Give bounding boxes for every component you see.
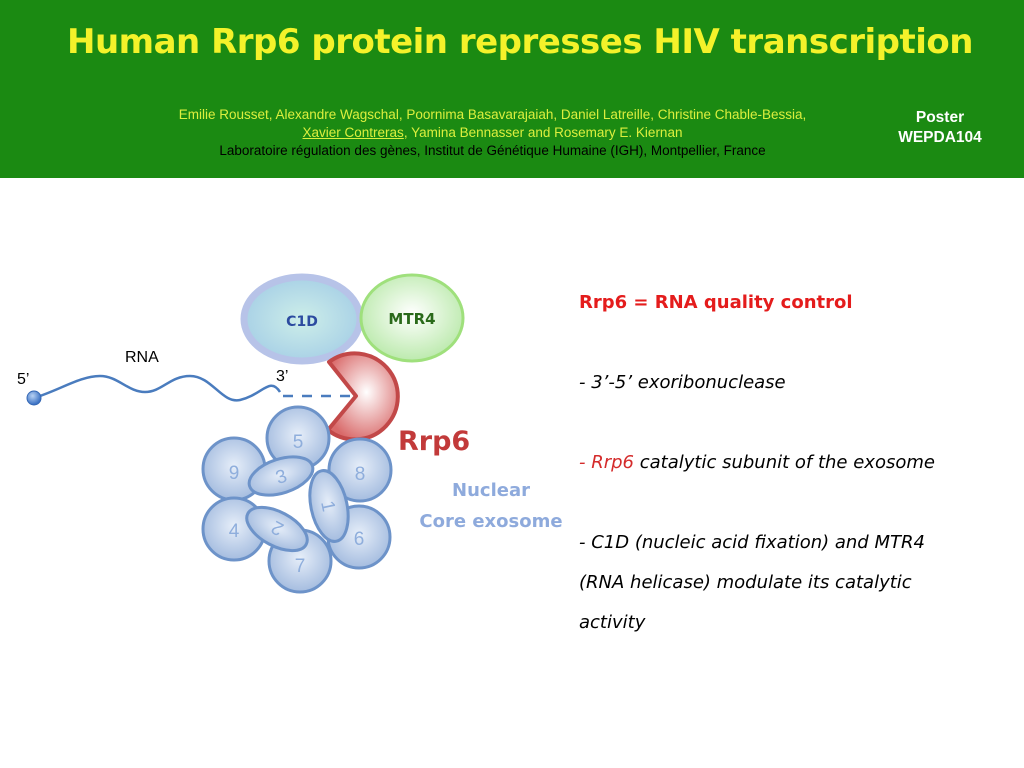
- fact-modulators-line-3: activity: [579, 612, 646, 633]
- five-prime-label: 5’: [17, 371, 29, 388]
- rna-strand: [33, 374, 282, 402]
- mtr4-ellipse: [359, 273, 465, 363]
- slide-title: Human Rrp6 protein represses HIV transcr…: [67, 22, 973, 62]
- subunit-7-label: 7: [295, 556, 306, 577]
- authors-list: Emilie Rousset, Alexandre Wagschal, Poor…: [100, 106, 885, 142]
- subunit-1-label: 1: [316, 499, 339, 514]
- subunit-8: [327, 437, 393, 503]
- subunit-4-label: 4: [229, 521, 240, 542]
- poster-id: Poster WEPDA104: [870, 108, 1010, 148]
- authors-line-2: , Yamina Bennasser and Rosemary E. Kiern…: [403, 125, 683, 140]
- subunit-3: [247, 455, 315, 497]
- c1d-label: C1D: [286, 314, 318, 330]
- subunit-2: [245, 505, 309, 553]
- rna-5prime-end: [26, 390, 42, 406]
- subunit-6-label: 6: [354, 529, 365, 550]
- fact-catalytic-subunit: - Rrp6 catalytic subunit of the exosome: [579, 452, 935, 473]
- fact-modulators-line-2: (RNA helicase) modulate its catalytic: [579, 572, 912, 593]
- rrp6-label: Rrp6: [398, 426, 470, 457]
- subunit-8-label: 8: [355, 464, 366, 485]
- subunit-5-label: 5: [293, 432, 304, 453]
- fact-catalytic-rest: catalytic subunit of the exosome: [634, 452, 935, 473]
- fact-rrp6-term: Rrp6: [591, 452, 635, 473]
- exosome-core: [201, 405, 393, 594]
- fact-exoribonuclease: - 3’-5’ exoribonuclease: [579, 372, 786, 393]
- header-banner: Human Rrp6 protein represses HIV transcr…: [0, 0, 1024, 178]
- exosome-diagram: RNA 5’ 3’ C1D MTR4 Rrp6 Nuclear Core exo…: [17, 273, 563, 594]
- poster-code: WEPDA104: [898, 129, 982, 146]
- rrp6-shape: [326, 351, 400, 442]
- subunit-1: [308, 469, 350, 543]
- facts-heading: Rrp6 = RNA quality control: [579, 292, 853, 313]
- three-prime-label: 3’: [276, 368, 288, 385]
- fact-dash: -: [579, 452, 592, 473]
- rna-label: RNA: [125, 349, 159, 366]
- poster-label: Poster: [915, 109, 965, 126]
- presenting-author: Xavier Contreras: [302, 125, 404, 140]
- nuclear-label: Nuclear: [452, 480, 530, 501]
- authors-line-1: Emilie Rousset, Alexandre Wagschal, Poor…: [178, 107, 807, 122]
- affiliation: Laboratoire régulation des gènes, Instit…: [219, 143, 766, 158]
- fact-modulators-line-1: - C1D (nucleic acid fixation) and MTR4: [579, 532, 925, 553]
- mtr4-label: MTR4: [388, 310, 435, 328]
- subunit-9-label: 9: [229, 463, 240, 484]
- core-exosome-label: Core exosome: [419, 511, 562, 532]
